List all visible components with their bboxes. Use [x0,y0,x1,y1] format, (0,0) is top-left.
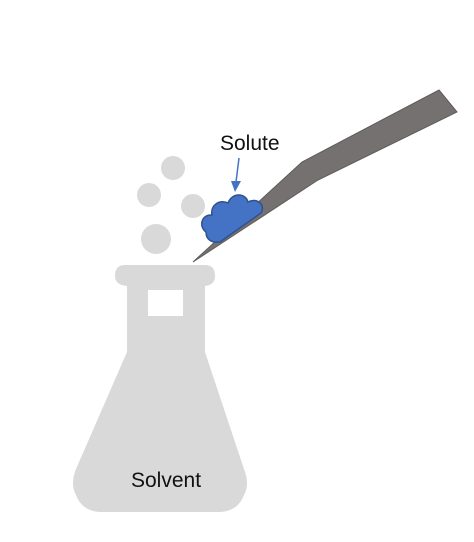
solvent-label: Solvent [131,469,201,492]
solute-cloud-icon [201,194,264,243]
solute-shape [201,194,264,243]
bubble-icon [137,183,161,207]
spatula-icon [192,89,458,263]
bubbles [137,156,205,254]
solute-label: Solute [220,132,280,155]
bubble-icon [141,224,171,254]
flask-body [73,265,247,512]
bubble-icon [181,194,205,218]
erlenmeyer-flask-icon [73,265,247,512]
solute-arrow [231,157,241,192]
arrow-head [231,181,241,192]
spatula-shape [192,89,458,263]
bubble-icon [161,156,185,180]
arrow-line [235,157,240,183]
